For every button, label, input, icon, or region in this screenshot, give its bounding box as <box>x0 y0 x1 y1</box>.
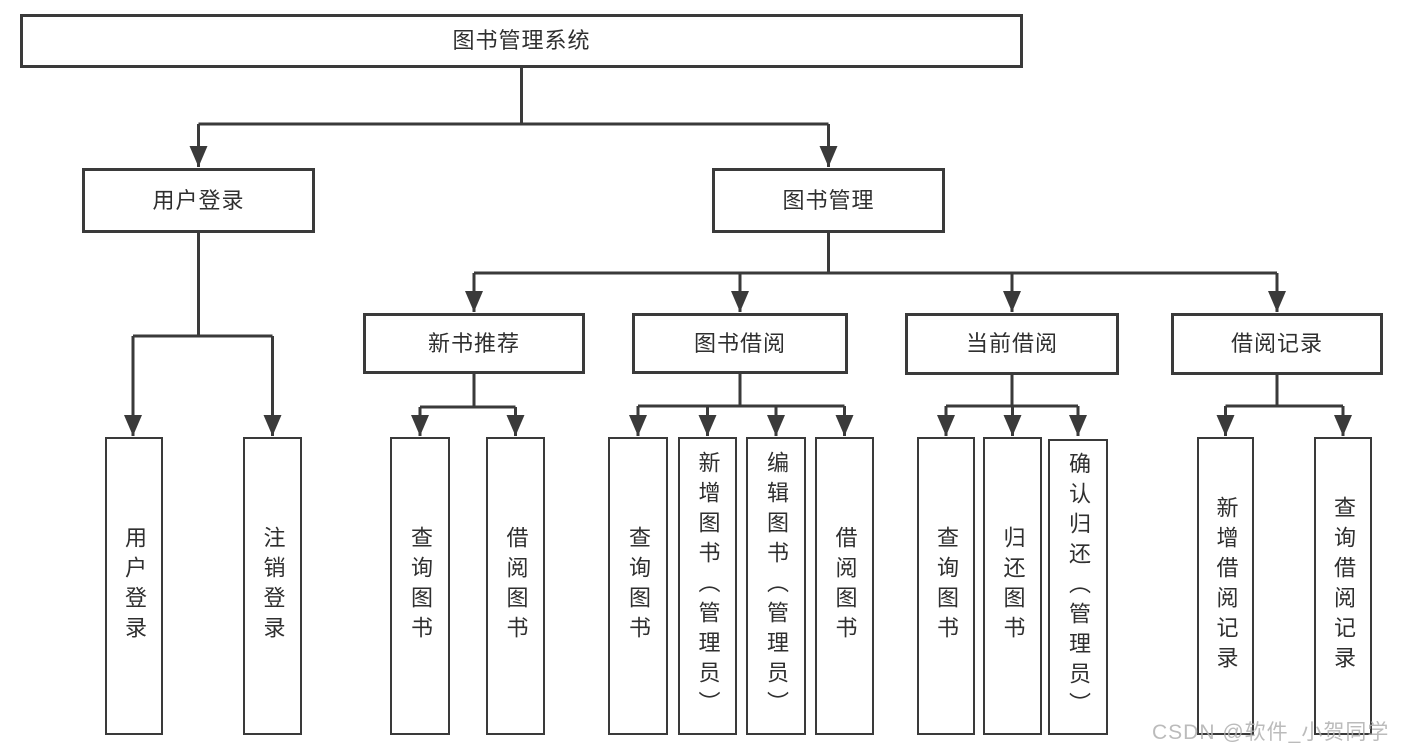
node-book-borrow: 图书借阅 <box>632 313 848 374</box>
node-query-books-borrow: 查询图书 <box>608 437 668 735</box>
connector-borrow-records-split <box>1225 375 1343 408</box>
node-new-book-recommend: 新书推荐 <box>363 313 585 374</box>
node-book-management: 图书管理 <box>712 168 945 233</box>
connector-user-login-split <box>133 233 273 338</box>
connector-book-management-split <box>474 233 1277 275</box>
node-add-book-admin: 新增图书（管理员） <box>678 437 737 735</box>
node-query-books-recommend: 查询图书 <box>390 437 450 735</box>
node-current-borrow: 当前借阅 <box>905 313 1119 375</box>
watermark-text: CSDN @软件_小贺同学 <box>1152 721 1390 744</box>
connector-current-borrow-split <box>946 375 1078 408</box>
connector-root-split <box>198 68 829 126</box>
node-return-books: 归还图书 <box>983 437 1042 735</box>
node-user-login: 用户登录 <box>82 168 315 233</box>
node-logout-leaf: 注销登录 <box>243 437 302 735</box>
node-query-books-current: 查询图书 <box>917 437 975 735</box>
node-borrow-records: 借阅记录 <box>1171 313 1383 375</box>
node-confirm-return-admin: 确认归还（管理员） <box>1048 439 1108 735</box>
node-user-login-leaf: 用户登录 <box>105 437 163 735</box>
node-borrow-books-leaf: 借阅图书 <box>815 437 874 735</box>
node-borrow-books-recommend: 借阅图书 <box>486 437 545 735</box>
node-edit-book-admin: 编辑图书（管理员） <box>746 437 806 735</box>
node-query-borrow-record: 查询借阅记录 <box>1314 437 1372 735</box>
connector-new-book-split <box>420 374 516 409</box>
connector-book-borrow-split <box>638 374 845 408</box>
node-library-management-system: 图书管理系统 <box>20 14 1023 68</box>
node-add-borrow-record: 新增借阅记录 <box>1197 437 1254 735</box>
